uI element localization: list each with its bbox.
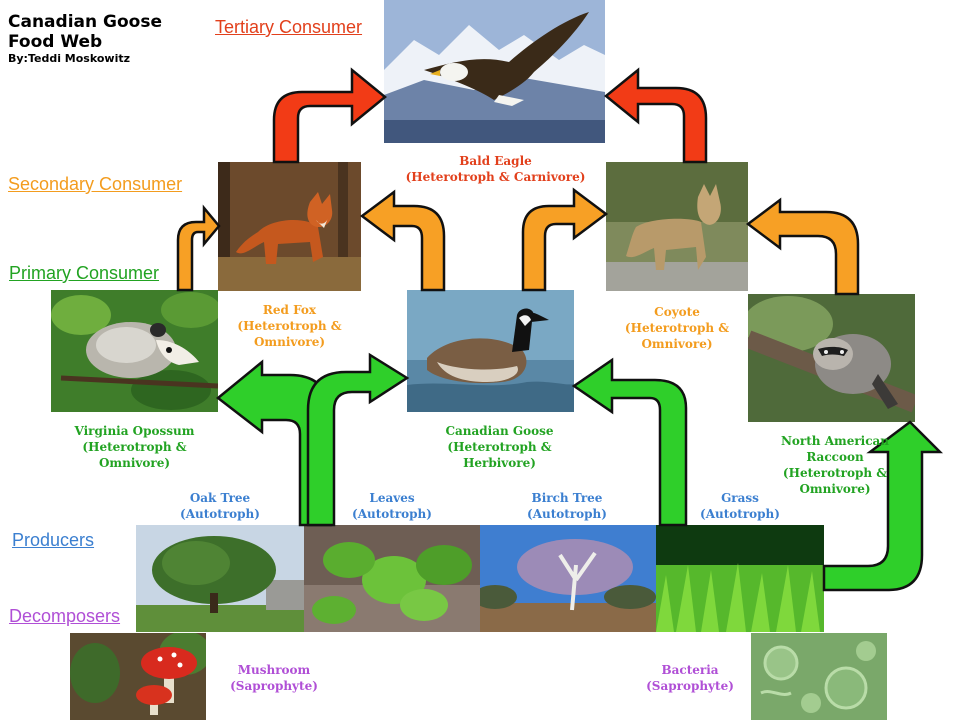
oak-tree-label: Oak Tree (Autotroph) <box>160 490 280 522</box>
bacteria-label: Bacteria (Saprophyte) <box>630 662 750 694</box>
opossum-label: Virginia Opossum (Heterotroph & Omnivore… <box>51 423 218 471</box>
mushroom-role: (Saprophyte) <box>214 678 334 694</box>
opossum-name: Virginia Opossum <box>51 423 218 439</box>
oak-tree-role: (Autotroph) <box>160 506 280 522</box>
arrow-opossum-to-fox <box>178 208 219 290</box>
goose-role-2: Herbivore) <box>407 455 592 471</box>
goose-name: Canadian Goose <box>407 423 592 439</box>
grass-name: Grass <box>680 490 800 506</box>
opossum-role-2: Omnivore) <box>51 455 218 471</box>
grass-role: (Autotroph) <box>680 506 800 522</box>
arrow-coyote-to-eagle <box>606 70 706 162</box>
birch-tree-name: Birch Tree <box>507 490 627 506</box>
raccoon-label: North American Raccoon (Heterotroph & Om… <box>770 433 900 497</box>
leaves-label: Leaves (Autotroph) <box>332 490 452 522</box>
opossum-role-1: (Heterotroph & <box>51 439 218 455</box>
bacteria-name: Bacteria <box>630 662 750 678</box>
raccoon-name-2: Raccoon <box>770 449 900 465</box>
leaves-name: Leaves <box>332 490 452 506</box>
raccoon-name-1: North American <box>770 433 900 449</box>
red-fox-name: Red Fox <box>218 302 361 318</box>
oak-tree-name: Oak Tree <box>160 490 280 506</box>
bald-eagle-role: (Heterotroph & Carnivore) <box>385 169 606 185</box>
birch-tree-label: Birch Tree (Autotroph) <box>507 490 627 522</box>
coyote-name: Coyote <box>606 304 748 320</box>
bacteria-role: (Saprophyte) <box>630 678 750 694</box>
bald-eagle-label: Bald Eagle (Heterotroph & Carnivore) <box>385 153 606 185</box>
coyote-label: Coyote (Heterotroph & Omnivore) <box>606 304 748 352</box>
arrow-goose-to-fox <box>362 192 444 290</box>
birch-tree-role: (Autotroph) <box>507 506 627 522</box>
mushroom-label: Mushroom (Saprophyte) <box>214 662 334 694</box>
bald-eagle-name: Bald Eagle <box>385 153 606 169</box>
leaves-role: (Autotroph) <box>332 506 452 522</box>
red-fox-label: Red Fox (Heterotroph & Omnivore) <box>218 302 361 350</box>
arrow-fox-to-eagle <box>274 70 385 162</box>
red-fox-role-1: (Heterotroph & <box>218 318 361 334</box>
goose-label: Canadian Goose (Heterotroph & Herbivore) <box>407 423 592 471</box>
mushroom-name: Mushroom <box>214 662 334 678</box>
arrow-goose-to-coyote <box>523 190 606 290</box>
arrow-raccoon-to-coyote <box>748 200 858 294</box>
coyote-role-1: (Heterotroph & <box>606 320 748 336</box>
coyote-role-2: Omnivore) <box>606 336 748 352</box>
grass-label: Grass (Autotroph) <box>680 490 800 522</box>
raccoon-role-1: (Heterotroph & <box>770 465 900 481</box>
red-fox-role-2: Omnivore) <box>218 334 361 350</box>
goose-role-1: (Heterotroph & <box>407 439 592 455</box>
